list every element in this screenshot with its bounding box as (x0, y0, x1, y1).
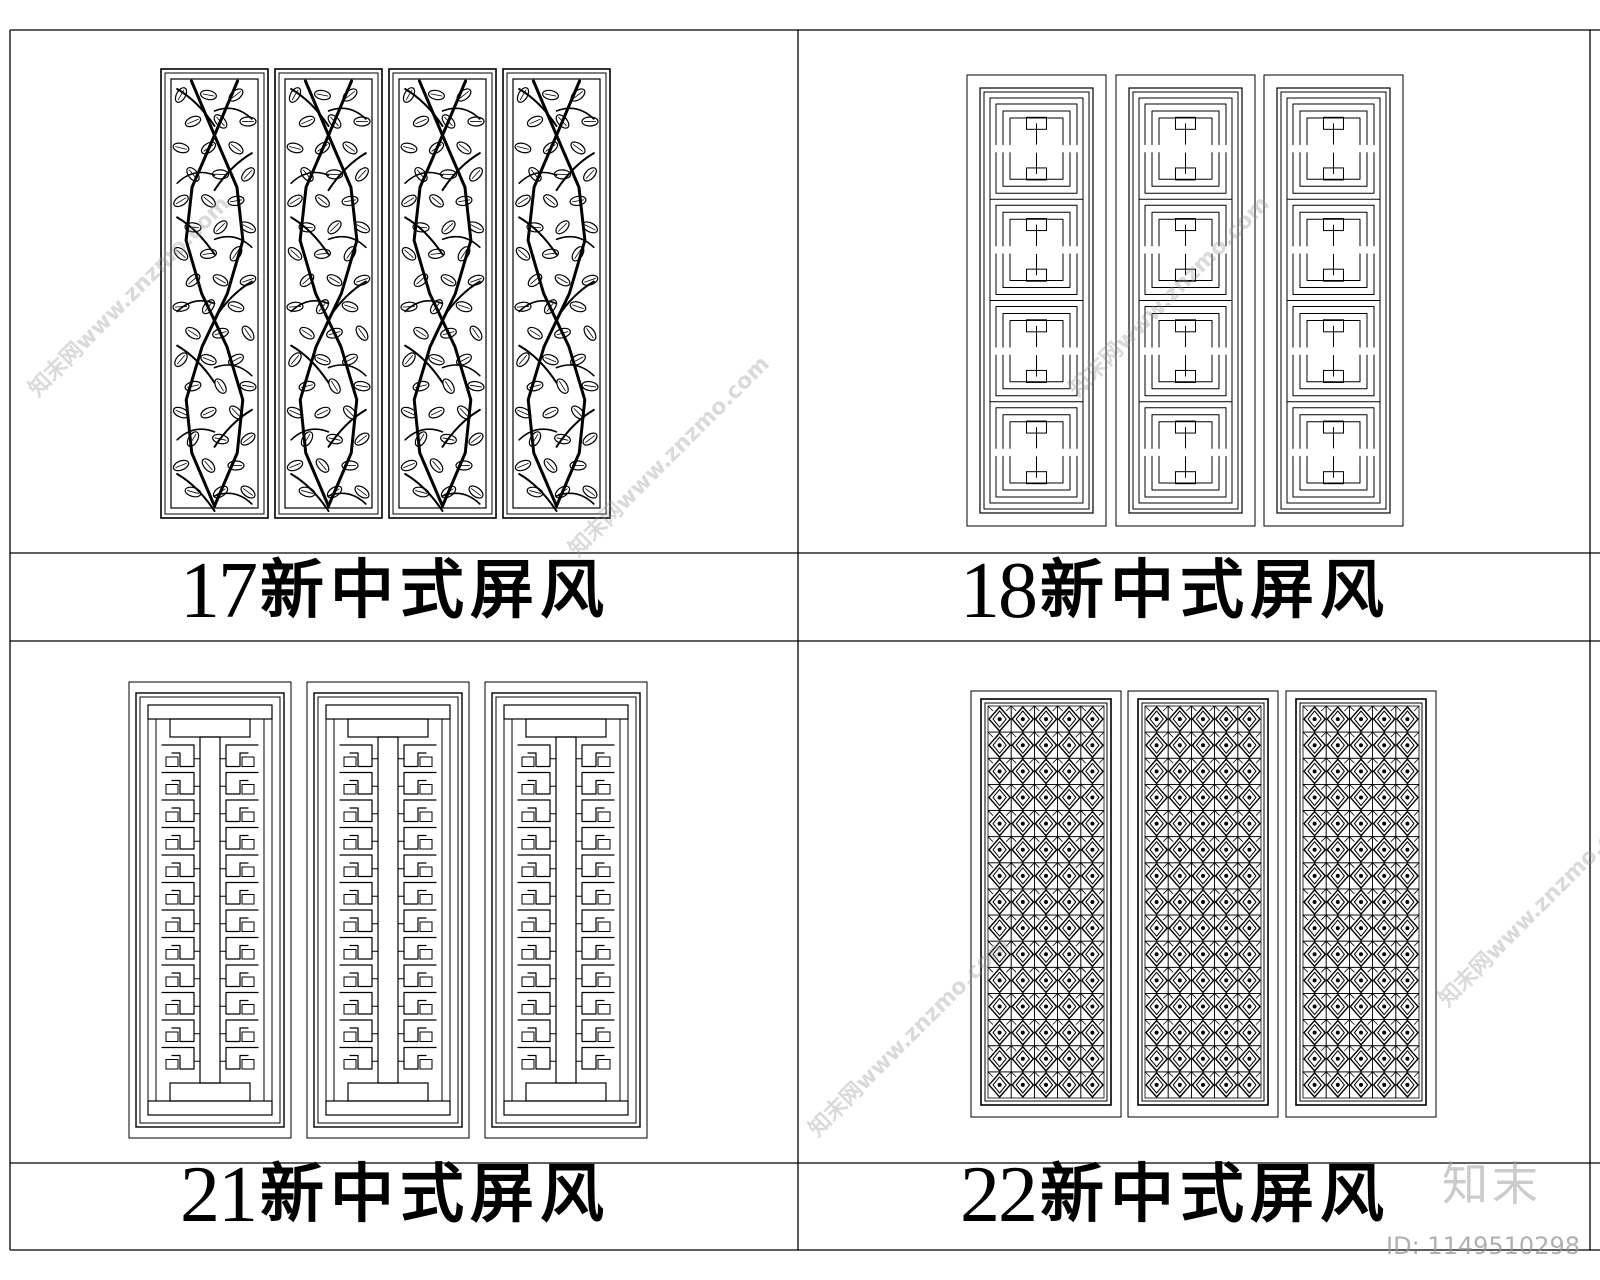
image-id: ID: 1149510298 (1386, 1232, 1580, 1260)
screen-leaf (1127, 690, 1279, 1118)
screen-22-drawing (970, 690, 1437, 1118)
screen-18-drawing (966, 74, 1404, 527)
caption-title: 新中式屏风 (260, 1158, 610, 1232)
screen-leaf (160, 68, 269, 519)
screen-leaf (502, 68, 611, 519)
caption-number: 17 (180, 547, 258, 635)
caption-number: 21 (180, 1151, 258, 1239)
brand-logo: 知末 (1442, 1157, 1542, 1211)
screen-leaf (484, 681, 648, 1139)
screen-leaf (1285, 690, 1437, 1118)
caption-number: 18 (960, 547, 1038, 635)
screen-leaf (388, 68, 497, 519)
caption-title: 新中式屏风 (1040, 1158, 1390, 1232)
screen-leaf (306, 681, 470, 1139)
screen-17-drawing (160, 68, 611, 519)
table-grid (9, 29, 1600, 1251)
screen-21-drawing (128, 681, 648, 1139)
screen-leaf (1263, 74, 1404, 527)
caption-number: 22 (960, 1151, 1038, 1239)
screen-leaf (128, 681, 292, 1139)
screen-leaf (970, 690, 1122, 1118)
screen-leaf (966, 74, 1107, 527)
screen-leaf (1115, 74, 1256, 527)
screen-leaf (274, 68, 383, 519)
caption-title: 新中式屏风 (1040, 554, 1390, 628)
caption-title: 新中式屏风 (260, 554, 610, 628)
